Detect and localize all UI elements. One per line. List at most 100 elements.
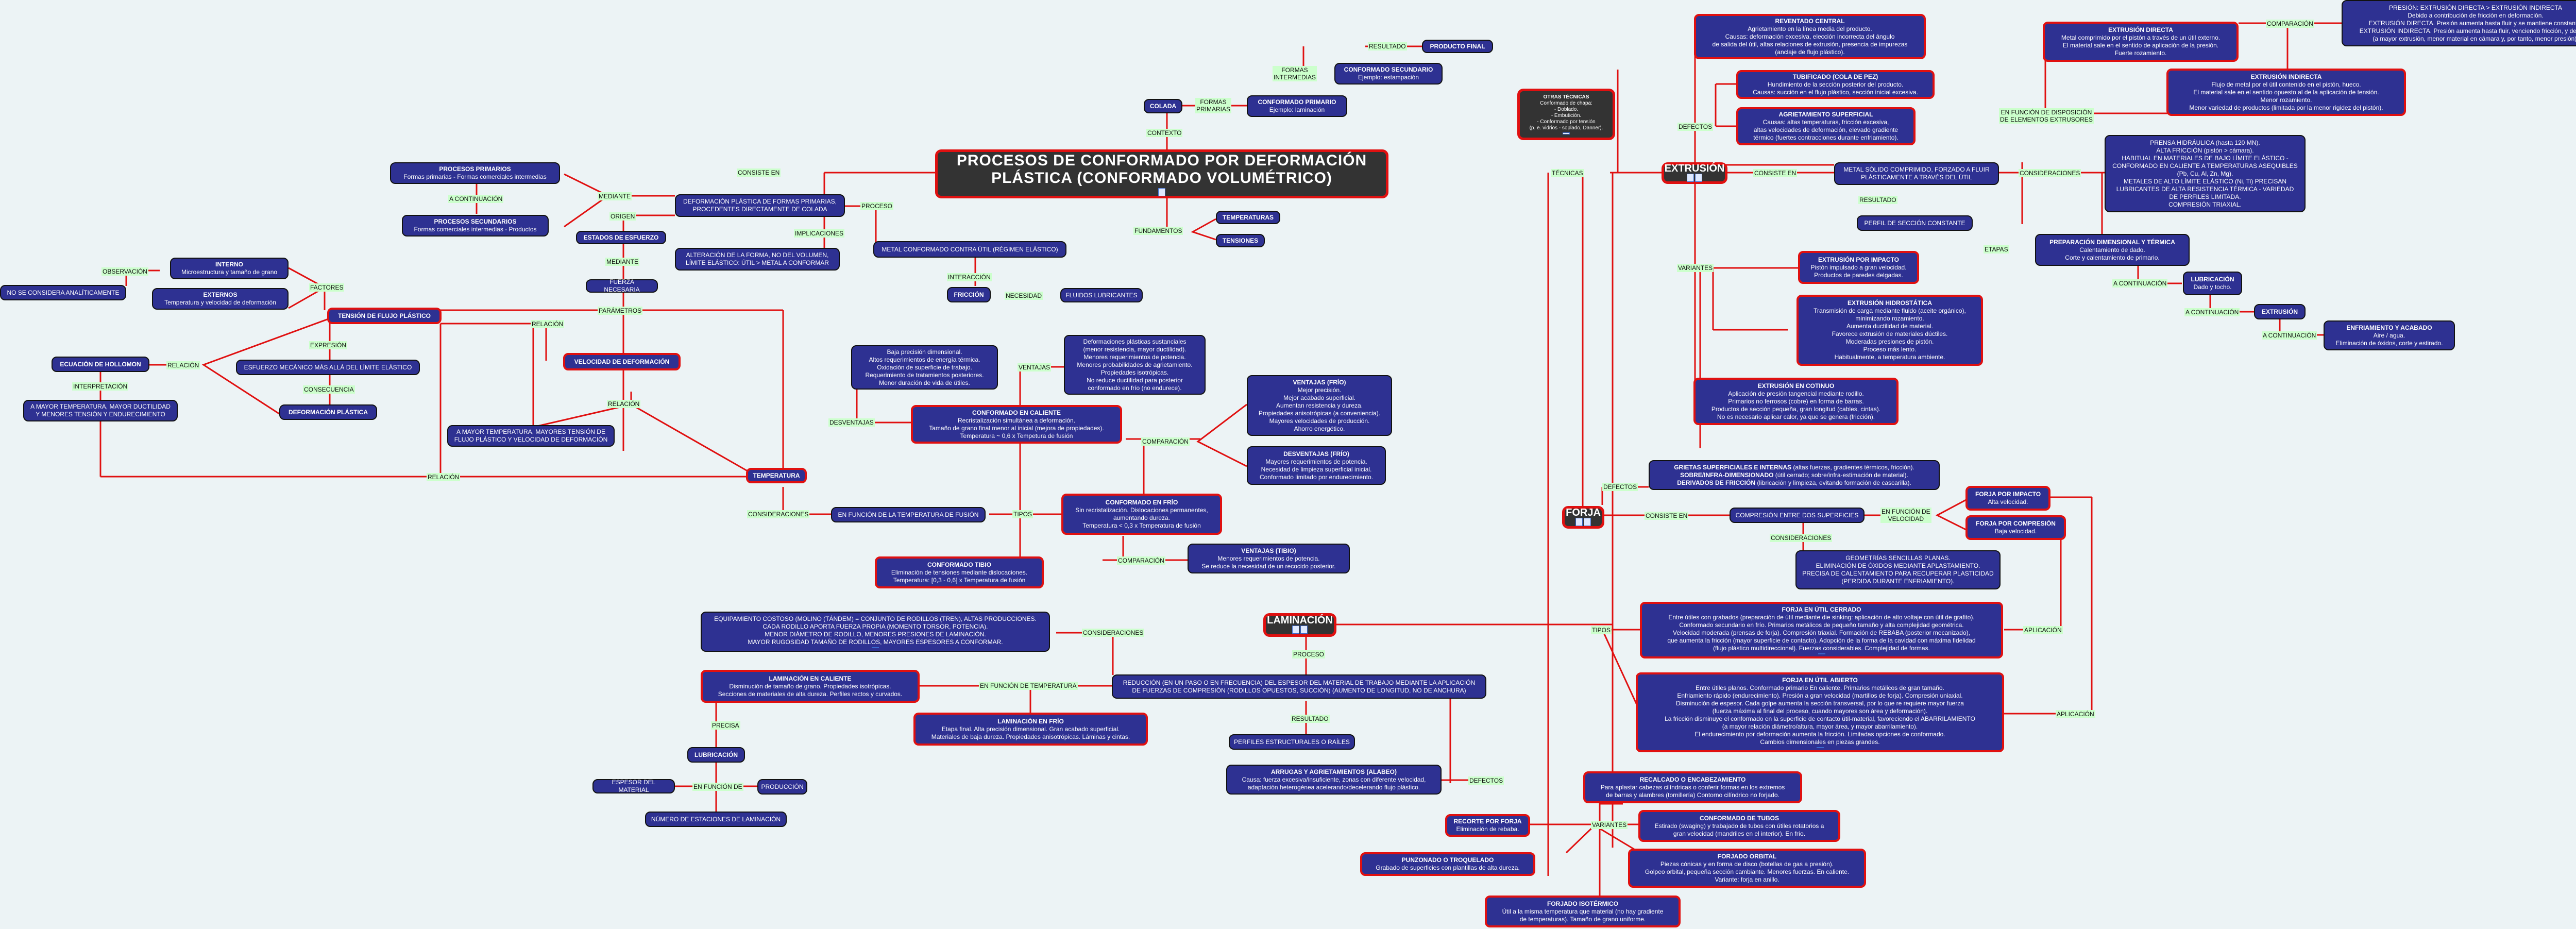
node-presion-comparacion[interactable]: PRESIÓN: EXTRUSIÓN DIRECTA > EXTRUSIÓN I… <box>2342 0 2576 46</box>
node-temperaturas[interactable]: TEMPERATURAS <box>1216 211 1280 224</box>
node-espesor-material[interactable]: ESPESOR DEL MATERIAL <box>592 779 675 793</box>
node-title: LAMINACIÓN <box>1267 614 1333 626</box>
node-numero-estaciones[interactable]: NÚMERO DE ESTACIONES DE LAMINACIÓN <box>645 812 787 827</box>
note-icon[interactable] <box>1584 517 1591 526</box>
node-lubricacion-lam[interactable]: LUBRICACIÓN <box>687 747 745 763</box>
image-icon[interactable] <box>1575 517 1583 526</box>
node-perfiles-estructurales[interactable]: PERFILES ESTRUCTURALES O RAÍLES <box>1229 734 1355 750</box>
node-mayor-temp-tension[interactable]: A MAYOR TEMPERATURA, MAYORES TENSIÓN DE … <box>447 425 615 447</box>
node-tubificado[interactable]: TUBIFICADO (COLA DE PEZ)Hundimiento de l… <box>1736 70 1935 99</box>
node-title: RECORTE POR FORJA <box>1453 818 1522 825</box>
node-body: Metal comprimido por el pistón a través … <box>2061 34 2221 57</box>
node-deformacion-plastica-formas[interactable]: DEFORMACIÓN PLÁSTICA DE FORMAS PRIMARIAS… <box>675 194 845 217</box>
node-ecuacion-hollomon[interactable]: ECUACIÓN DE HOLLOMON <box>52 357 149 372</box>
note-icon[interactable] <box>1300 625 1308 634</box>
node-title: PUNZONADO O TROQUELADO <box>1401 856 1494 864</box>
node-body: Temperatura y velocidad de deformación <box>164 299 276 306</box>
node-title: FORJADO ORBITAL <box>1717 853 1777 860</box>
node-prensa-hidraulica[interactable]: PRENSA HIDRÁULICA (hasta 120 MN). ALTA F… <box>2105 135 2306 212</box>
image-icon[interactable] <box>1158 188 1165 196</box>
node-estados-esfuerzo[interactable]: ESTADOS DE ESFUERZO <box>576 231 666 244</box>
node-defectos-forja[interactable]: GRIETAS SUPERFICIALES E INTERNAS (altas … <box>1649 460 1940 490</box>
node-extrusion-step[interactable]: EXTRUSIÓN <box>2254 304 2306 319</box>
node-tensiones[interactable]: TENSIONES <box>1216 234 1265 247</box>
node-mayor-temp-ductilidad[interactable]: A MAYOR TEMPERATURA, MAYOR DUCTILIDAD Y … <box>23 400 178 421</box>
node-tension-flujo-plastico[interactable]: TENSIÓN DE FLUJO PLÁSTICO <box>327 308 442 324</box>
node-arrugas-agrietamientos[interactable]: ARRUGAS Y AGRIETAMIENTOS (ALABEO)Causa: … <box>1226 765 1442 795</box>
link-label-resultado-lam: RESULTADO <box>1291 715 1330 723</box>
node-ventajas-tibio[interactable]: VENTAJAS (TIBIO)Menores requerimientos d… <box>1188 544 1350 573</box>
node-alteracion-forma[interactable]: ALTERACIÓN DE LA FORMA, NO DEL VOLUMEN, … <box>675 248 840 271</box>
node-esfuerzo-mecanico[interactable]: ESFUERZO MECÁNICO MÁS ALLÁ DEL LÍMITE EL… <box>236 360 420 375</box>
root-node[interactable]: PROCESOS DE CONFORMADO POR DEFORMACIÓN P… <box>935 149 1388 198</box>
note-icon[interactable] <box>872 647 879 648</box>
image-icon[interactable] <box>1818 653 1825 654</box>
defect-desc: (libricación y limpieza, evitando formac… <box>1755 479 1911 486</box>
node-laminacion[interactable]: LAMINACIÓN <box>1263 613 1336 637</box>
node-produccion[interactable]: PRODUCCIÓN <box>757 779 807 795</box>
node-desventajas-caliente[interactable]: Baja precisión dimensional. Altos requer… <box>851 345 998 390</box>
node-producto-final[interactable]: PRODUCTO FINAL <box>1422 40 1493 53</box>
image-icon[interactable] <box>1292 625 1299 634</box>
image-icon[interactable] <box>1687 173 1694 182</box>
node-metal-contra-util[interactable]: METAL CONFORMADO CONTRA ÚTIL (RÉGIMEN EL… <box>873 241 1066 258</box>
node-velocidad-deformacion[interactable]: VELOCIDAD DE DEFORMACIÓN <box>563 353 681 370</box>
node-deformacion-plastica[interactable]: DEFORMACIÓN PLÁSTICA <box>279 404 377 420</box>
node-ventajas-caliente[interactable]: Deformaciones plásticas sustanciales (me… <box>1064 335 1206 395</box>
node-reduccion-espesor[interactable]: REDUCCIÓN (EN UN PASO O EN FRECUENCIA) D… <box>1112 674 1486 699</box>
node-fluidos-lubricantes[interactable]: FLUIDOS LUBRICANTES <box>1060 288 1143 302</box>
node-no-considera[interactable]: NO SE CONSIDERA ANALÍTICAMENTE <box>0 285 126 300</box>
node-ventajas-frio[interactable]: VENTAJAS (FRÍO)Mejor precisión. Mejor ac… <box>1247 375 1392 436</box>
node-colada[interactable]: COLADA <box>1144 99 1182 113</box>
node-temperatura[interactable]: TEMPERATURA <box>746 468 807 483</box>
node-metal-solido[interactable]: METAL SÓLIDO COMPRIMIDO, FORZADO A FLUIR… <box>1834 162 1999 185</box>
node-fuerza-necesaria[interactable]: FUERZA NECESARIA <box>586 278 658 293</box>
node-extrusion[interactable]: EXTRUSIÓN <box>1662 162 1727 184</box>
link-label-consideraciones: CONSIDERACIONES <box>747 510 810 518</box>
node-desventajas-frio[interactable]: DESVENTAJAS (FRÍO)Mayores requerimientos… <box>1247 446 1386 485</box>
image-icon[interactable] <box>1816 747 1824 748</box>
node-perfil-seccion-constante[interactable]: PERFIL DE SECCIÓN CONSTANTE <box>1857 215 1973 231</box>
link-label-comparacion-ext: COMPARACIÓN <box>2266 20 2314 28</box>
node-compresion-superficies[interactable]: COMPRESIÓN ENTRE DOS SUPERFICIES <box>1730 508 1865 523</box>
node-en-funcion-fusion[interactable]: EN FUNCIÓN DE LA TEMPERATURA DE FUSIÓN <box>831 507 986 522</box>
node-geometrias-sencillas[interactable]: GEOMETRÍAS SENCILLAS PLANAS. ELIMINACIÓN… <box>1795 550 2001 589</box>
node-forja[interactable]: FORJA <box>1562 506 1604 529</box>
node-friccion[interactable]: FRICCIÓN <box>947 287 991 302</box>
node-equipamiento[interactable]: EQUIPAMIENTO COSTOSO (MOLINO (TÁNDEM) = … <box>701 612 1050 652</box>
note-icon[interactable] <box>1695 173 1702 182</box>
image-icon[interactable] <box>1563 132 1570 134</box>
